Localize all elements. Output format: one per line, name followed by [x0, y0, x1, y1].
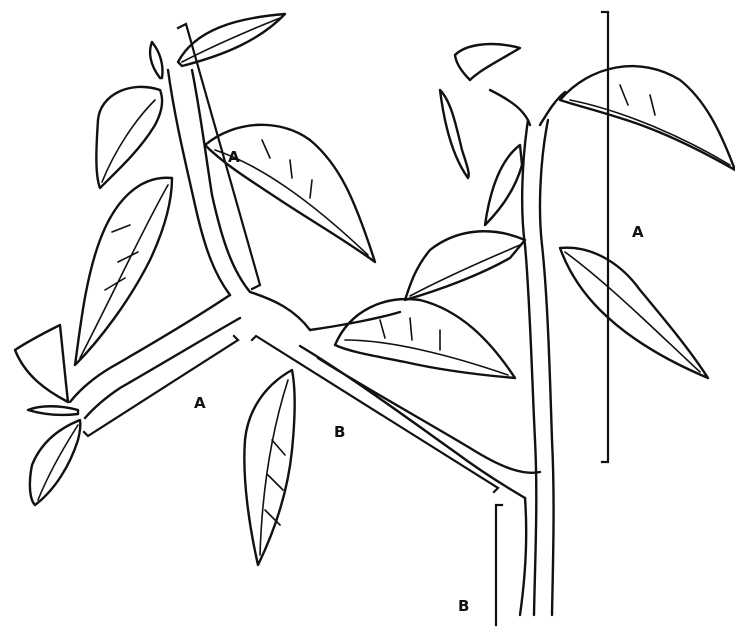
leaf [455, 44, 520, 80]
main-stem [520, 120, 554, 615]
label-bottom-B: B [458, 597, 469, 615]
leaf [205, 125, 375, 262]
stems [70, 70, 565, 615]
middle-branch [300, 312, 540, 498]
upper-right-stems [490, 90, 565, 125]
bracket-bottom-B [496, 505, 502, 625]
bracket-right-A [602, 12, 608, 462]
leaf [440, 90, 469, 178]
leaf [28, 406, 78, 415]
leaf [335, 299, 515, 378]
label-upper-left-A: A [228, 148, 240, 166]
labels: A A A B B [194, 148, 644, 615]
leaves [15, 14, 735, 565]
bracket-lower-left-A [84, 336, 238, 436]
leaf [244, 370, 294, 565]
leaf [560, 66, 735, 170]
label-middle-B: B [334, 423, 345, 441]
label-right-A: A [632, 223, 644, 241]
lower-left-branch [70, 292, 310, 418]
leaf [15, 325, 68, 402]
label-lower-left-A: A [194, 394, 206, 412]
leaf [150, 42, 162, 78]
leaf [485, 145, 522, 225]
